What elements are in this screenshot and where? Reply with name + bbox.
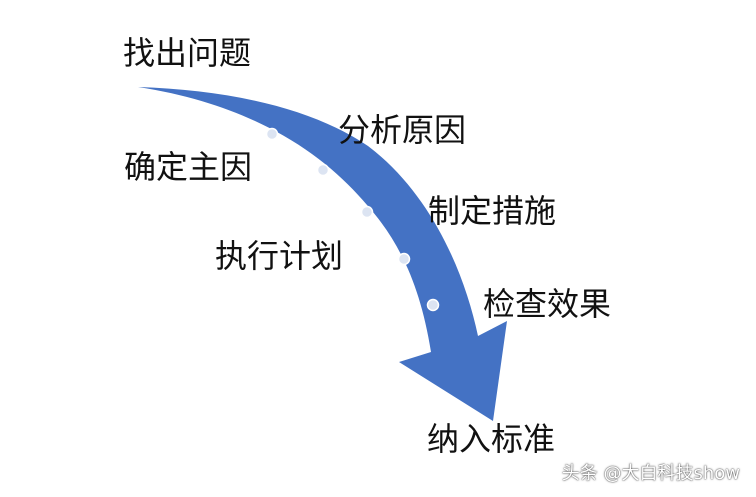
step-label-check-results: 检查效果 [483,285,612,323]
step-dot [426,298,440,312]
step-label-determine-main-cause: 确定主因 [124,148,253,186]
step-label-execute-plan: 执行计划 [215,237,344,275]
step-label-find-problem: 找出问题 [123,34,252,72]
watermark-text: 头条 @大白科技show [561,463,740,484]
step-label-analyze-causes: 分析原因 [338,111,467,149]
step-dot [397,252,411,266]
step-label-standardize: 纳入标准 [427,420,556,458]
step-label-formulate-measures: 制定措施 [428,192,557,230]
step-dot [265,127,279,141]
curved-arrow [138,87,507,421]
step-dot [316,163,330,177]
step-dot [360,205,374,219]
